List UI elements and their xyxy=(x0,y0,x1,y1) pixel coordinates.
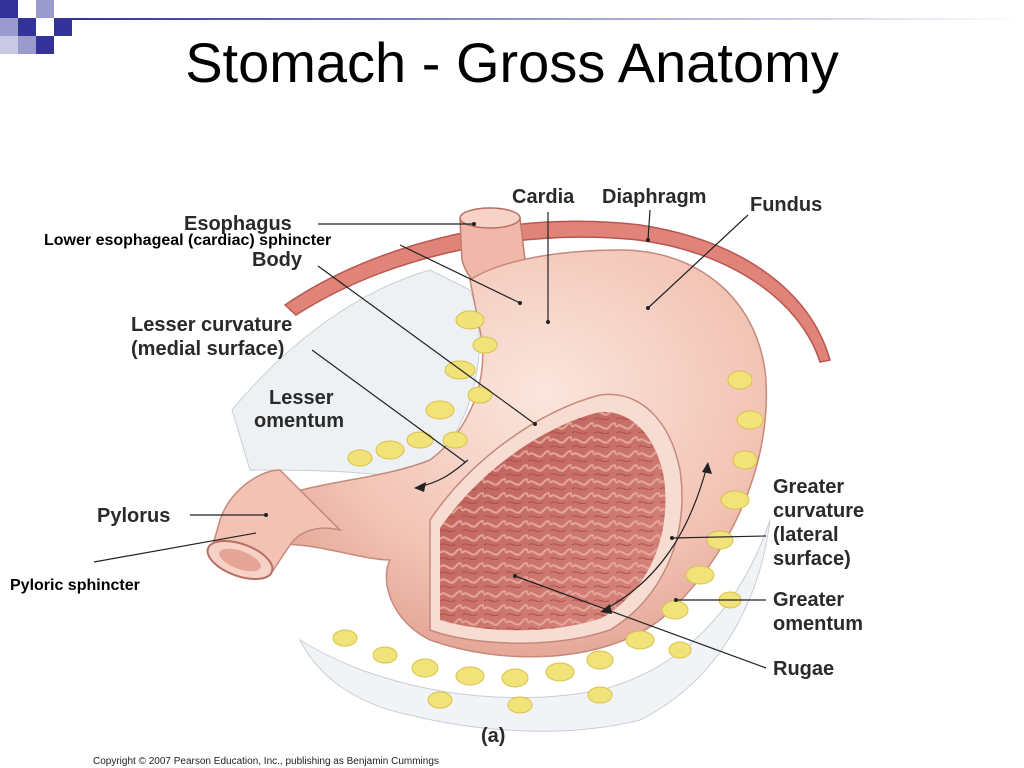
esophagus-opening xyxy=(459,207,521,229)
label-rugae: Rugae xyxy=(773,658,834,680)
greater-curvature-arrowhead-top xyxy=(702,462,712,474)
greater-omentum-sheet xyxy=(298,519,771,732)
label-greater-curvature-line3: (lateral xyxy=(773,524,839,546)
label-pylorus: Pylorus xyxy=(97,505,170,527)
label-greater-curvature-line2: curvature xyxy=(773,500,864,522)
copyright-notice: Copyright © 2007 Pearson Education, Inc.… xyxy=(93,756,439,767)
lesser-curvature-arrowhead xyxy=(414,482,426,492)
label-lower-esophageal-sphincter: Lower esophageal (cardiac) sphincter xyxy=(44,232,331,249)
label-lesser-omentum-line2: omentum xyxy=(254,410,344,432)
leader-dots xyxy=(264,222,678,602)
label-pyloric-sphincter: Pyloric sphincter xyxy=(10,577,140,594)
label-diaphragm: Diaphragm xyxy=(602,186,706,208)
label-lesser-curvature-line1: Lesser curvature xyxy=(131,314,292,336)
lesser-omentum-sheet xyxy=(231,269,480,481)
label-greater-curvature-line4: surface) xyxy=(773,548,851,570)
label-lesser-curvature-line2: (medial surface) xyxy=(131,338,284,360)
header-rule xyxy=(72,18,1024,20)
label-esophagus: Esophagus xyxy=(184,213,292,235)
label-fundus: Fundus xyxy=(750,194,822,216)
slide-title: Stomach - Gross Anatomy xyxy=(185,31,839,94)
label-greater-curvature-line1: Greater xyxy=(773,476,844,498)
label-body: Body xyxy=(252,249,303,271)
label-lesser-omentum-line1: Lesser xyxy=(269,387,334,409)
label-panel-a: (a) xyxy=(481,725,505,747)
label-greater-omentum-line1: Greater xyxy=(773,589,844,611)
label-cardia: Cardia xyxy=(512,186,575,208)
rugae-texture xyxy=(440,411,666,631)
greater-curvature-arrow xyxy=(603,465,708,611)
label-greater-omentum-line2: omentum xyxy=(773,613,863,635)
pylorus-lumen xyxy=(219,548,261,572)
leader-lines xyxy=(93,209,767,669)
